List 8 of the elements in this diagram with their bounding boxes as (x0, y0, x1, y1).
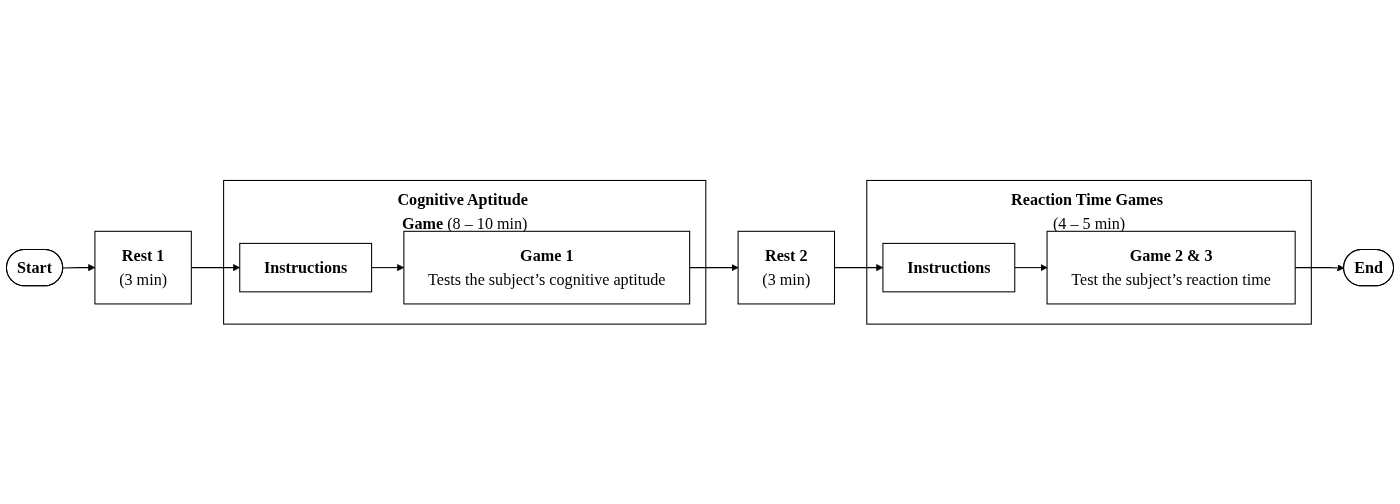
node-box: Game 2 & 3 Test the subject’s reaction time (1046, 230, 1296, 305)
node-box: Game 1 Tests the subject’s cognitive aptitude (403, 230, 691, 305)
arrow (689, 263, 739, 271)
node-box: Instructions (239, 242, 373, 293)
node-box: Rest 1 (3 min) (94, 230, 192, 305)
arrow (1014, 263, 1048, 271)
node-box: Instructions (882, 242, 1016, 293)
node-box: Rest 2 (3 min) (737, 230, 836, 305)
